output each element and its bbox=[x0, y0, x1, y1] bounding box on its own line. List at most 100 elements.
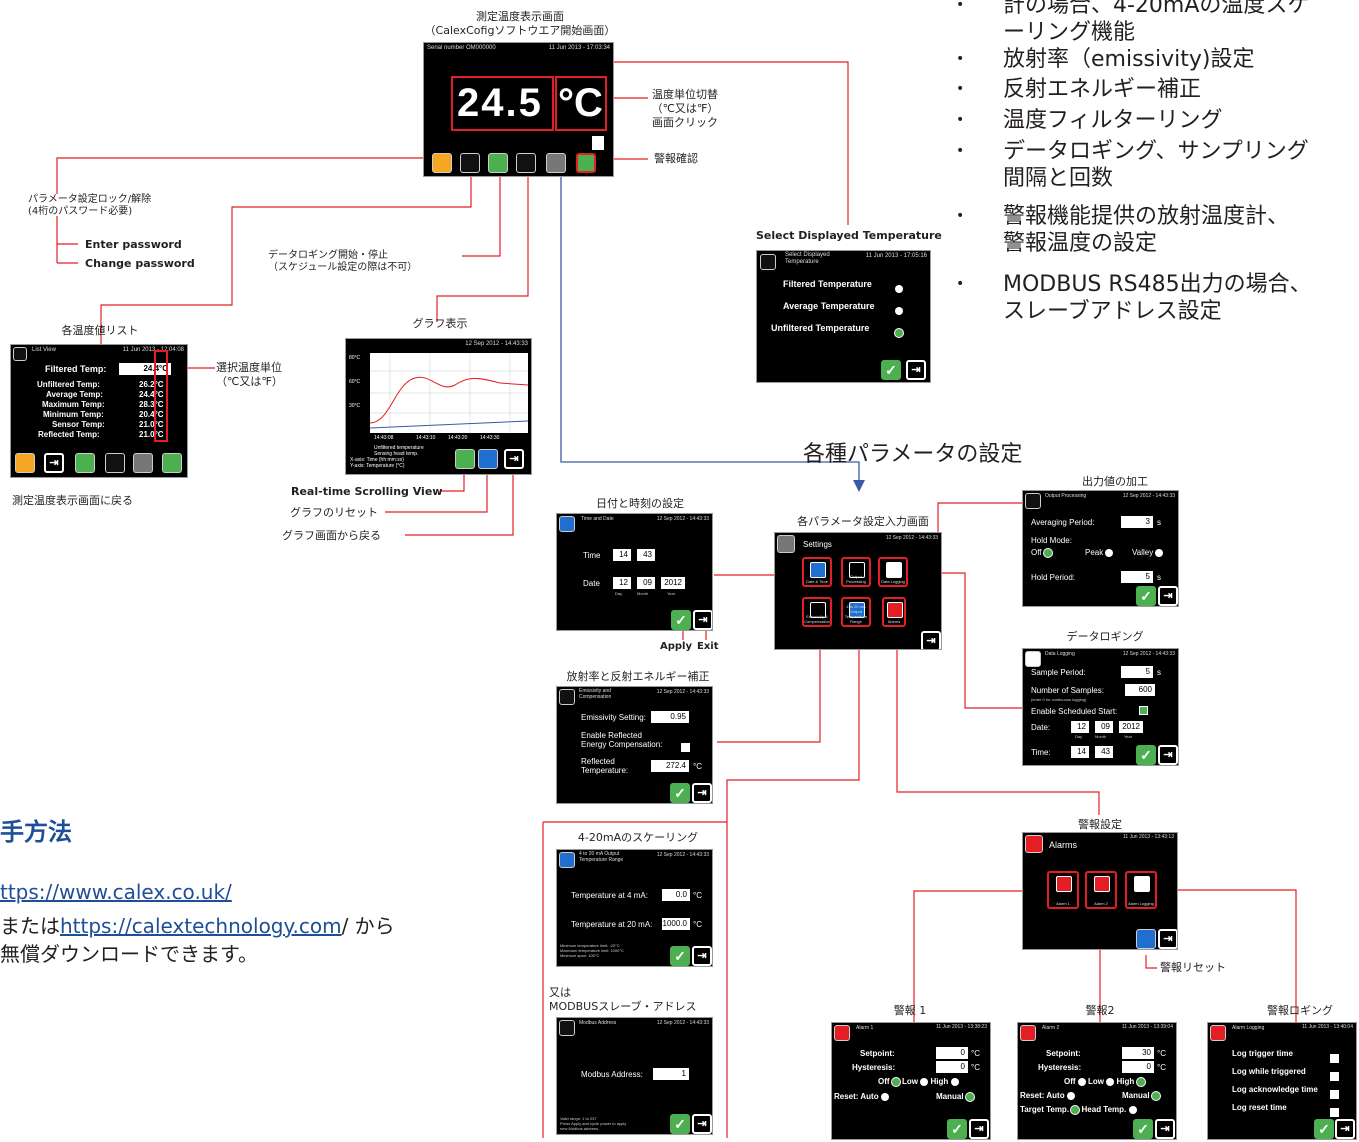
exit-icon[interactable]: ⇥ bbox=[504, 449, 524, 469]
setpoint-field[interactable]: 0 bbox=[936, 1047, 968, 1059]
radio-valley[interactable] bbox=[1155, 548, 1164, 557]
radio-off[interactable] bbox=[891, 1077, 900, 1086]
radio-peak[interactable] bbox=[1105, 548, 1114, 557]
data-logging-button[interactable]: Data Logging bbox=[878, 557, 908, 587]
graph-icon[interactable] bbox=[105, 453, 125, 473]
radio-low[interactable] bbox=[1106, 1077, 1115, 1086]
day-field[interactable]: 12 bbox=[613, 577, 631, 589]
alarm2-button[interactable]: Alarm 2 bbox=[1085, 871, 1117, 909]
exit-icon[interactable]: ⇥ bbox=[692, 1114, 712, 1134]
lock-icon[interactable] bbox=[432, 153, 452, 173]
settings-gear-icon[interactable] bbox=[546, 153, 566, 173]
exit-icon[interactable]: ⇥ bbox=[906, 360, 926, 380]
temperature-unit[interactable]: °C bbox=[558, 81, 603, 125]
apply-icon[interactable]: ✓ bbox=[881, 360, 901, 380]
log-option-checkbox[interactable] bbox=[1330, 1072, 1339, 1082]
setpoint-field[interactable]: 30 bbox=[1122, 1047, 1154, 1059]
radio-high[interactable] bbox=[950, 1077, 959, 1086]
radio-low[interactable] bbox=[920, 1077, 929, 1086]
log-option-checkbox[interactable] bbox=[1330, 1108, 1339, 1118]
hour-field[interactable]: 14 bbox=[613, 549, 631, 561]
hysteresis-field[interactable]: 0 bbox=[1122, 1061, 1154, 1073]
radio-manual[interactable] bbox=[965, 1092, 974, 1101]
radio-head[interactable] bbox=[1128, 1105, 1137, 1114]
radio-average[interactable] bbox=[895, 306, 903, 315]
option-average[interactable]: Average Temperature bbox=[783, 301, 875, 311]
log-option-checkbox[interactable] bbox=[1330, 1054, 1339, 1064]
exit-icon[interactable]: ⇥ bbox=[969, 1119, 989, 1139]
radio-auto[interactable] bbox=[880, 1092, 889, 1101]
radio-off[interactable] bbox=[1043, 548, 1052, 557]
exit-icon[interactable]: ⇥ bbox=[692, 783, 712, 803]
alarm-logging-button[interactable]: Alarm Logging bbox=[1125, 871, 1157, 909]
reflected-temp-field[interactable]: 272.4 bbox=[651, 760, 689, 772]
log-option-checkbox[interactable] bbox=[1330, 1090, 1339, 1100]
calex-uk-link[interactable]: ttps://www.calex.co.uk/ bbox=[0, 880, 232, 904]
exit-icon[interactable]: ⇥ bbox=[921, 631, 941, 649]
alarm-reset-icon[interactable] bbox=[1136, 929, 1156, 949]
radio-auto[interactable] bbox=[1066, 1091, 1075, 1100]
list-view-icon[interactable] bbox=[460, 153, 480, 173]
exit-icon[interactable]: ⇥ bbox=[1335, 1119, 1355, 1139]
scheduled-start-checkbox[interactable] bbox=[1139, 706, 1148, 715]
hysteresis-field[interactable]: 0 bbox=[936, 1061, 968, 1073]
alarms-button[interactable]: Alarms bbox=[882, 597, 906, 627]
day-field[interactable]: 12 bbox=[1071, 721, 1089, 733]
radio-filtered[interactable] bbox=[895, 284, 903, 293]
ma-range-button[interactable]: 4 to 20 mA Output Temperature Range bbox=[841, 597, 871, 627]
exit-icon[interactable]: ⇥ bbox=[1158, 929, 1177, 949]
exit-icon[interactable]: ⇥ bbox=[1158, 586, 1178, 606]
radio-manual[interactable] bbox=[1151, 1091, 1160, 1100]
apply-icon[interactable]: ✓ bbox=[947, 1119, 967, 1139]
hour-field[interactable]: 14 bbox=[1071, 746, 1089, 758]
modbus-addr-field[interactable]: 1 bbox=[653, 1068, 689, 1080]
graph-reset-icon[interactable] bbox=[478, 449, 498, 469]
year-field[interactable]: 2012 bbox=[661, 577, 685, 589]
exit-icon[interactable]: ⇥ bbox=[692, 946, 712, 966]
emissivity-button[interactable]: Emissivity & Compensation bbox=[802, 597, 832, 627]
alarm-check-icon[interactable] bbox=[576, 153, 596, 173]
apply-icon[interactable]: ✓ bbox=[670, 1114, 690, 1134]
radio-unfiltered[interactable] bbox=[895, 328, 903, 337]
option-filtered[interactable]: Filtered Temperature bbox=[783, 279, 872, 289]
graph-icon[interactable] bbox=[516, 153, 536, 173]
exit-icon[interactable]: ⇥ bbox=[44, 453, 64, 473]
apply-icon[interactable]: ✓ bbox=[1133, 1119, 1153, 1139]
minute-field[interactable]: 43 bbox=[1095, 746, 1113, 758]
apply-icon[interactable]: ✓ bbox=[1314, 1119, 1334, 1139]
month-field[interactable]: 09 bbox=[1095, 721, 1113, 733]
emissivity-field[interactable]: 0.95 bbox=[651, 711, 689, 723]
output-processing-button[interactable]: Output Processing bbox=[841, 557, 871, 587]
month-field[interactable]: 09 bbox=[637, 577, 655, 589]
apply-icon[interactable]: ✓ bbox=[671, 610, 691, 630]
calex-tech-link[interactable]: https://calextechnology.com bbox=[60, 914, 342, 938]
apply-icon[interactable]: ✓ bbox=[1136, 586, 1156, 606]
radio-target[interactable] bbox=[1071, 1105, 1080, 1114]
scroll-view-icon[interactable] bbox=[455, 449, 475, 469]
sample-period-field[interactable]: 5 bbox=[1121, 666, 1153, 678]
num-samples-field[interactable]: 600 bbox=[1125, 684, 1155, 696]
year-field[interactable]: 2012 bbox=[1119, 721, 1143, 733]
radio-high[interactable] bbox=[1136, 1077, 1145, 1086]
exit-icon[interactable]: ⇥ bbox=[693, 610, 712, 630]
logging-go-icon[interactable] bbox=[488, 153, 508, 173]
t4-field[interactable]: 0.0 bbox=[662, 889, 690, 901]
option-unfiltered[interactable]: Unfiltered Temperature bbox=[771, 323, 870, 333]
apply-icon[interactable]: ✓ bbox=[670, 946, 690, 966]
hold-period-field[interactable]: 5 bbox=[1121, 571, 1153, 583]
alarm1-button[interactable]: Alarm 1 bbox=[1047, 871, 1079, 909]
logging-go-icon[interactable] bbox=[75, 453, 95, 473]
minute-field[interactable]: 43 bbox=[637, 549, 655, 561]
apply-icon[interactable]: ✓ bbox=[670, 783, 690, 803]
change-password-label[interactable]: Change password bbox=[85, 257, 195, 270]
reflected-comp-checkbox[interactable] bbox=[681, 743, 690, 752]
averaging-field[interactable]: 3 bbox=[1121, 516, 1153, 528]
enter-password-label[interactable]: Enter password bbox=[85, 238, 182, 251]
settings-gear-icon[interactable] bbox=[133, 453, 153, 473]
lock-icon[interactable] bbox=[15, 453, 35, 473]
alarm-check-icon[interactable] bbox=[162, 453, 182, 473]
t20-field[interactable]: 1000.0 bbox=[662, 918, 690, 930]
date-time-button[interactable]: Date & Time bbox=[802, 557, 832, 587]
temperature-value[interactable]: 24.5 bbox=[457, 81, 543, 125]
exit-icon[interactable]: ⇥ bbox=[1155, 1119, 1175, 1139]
